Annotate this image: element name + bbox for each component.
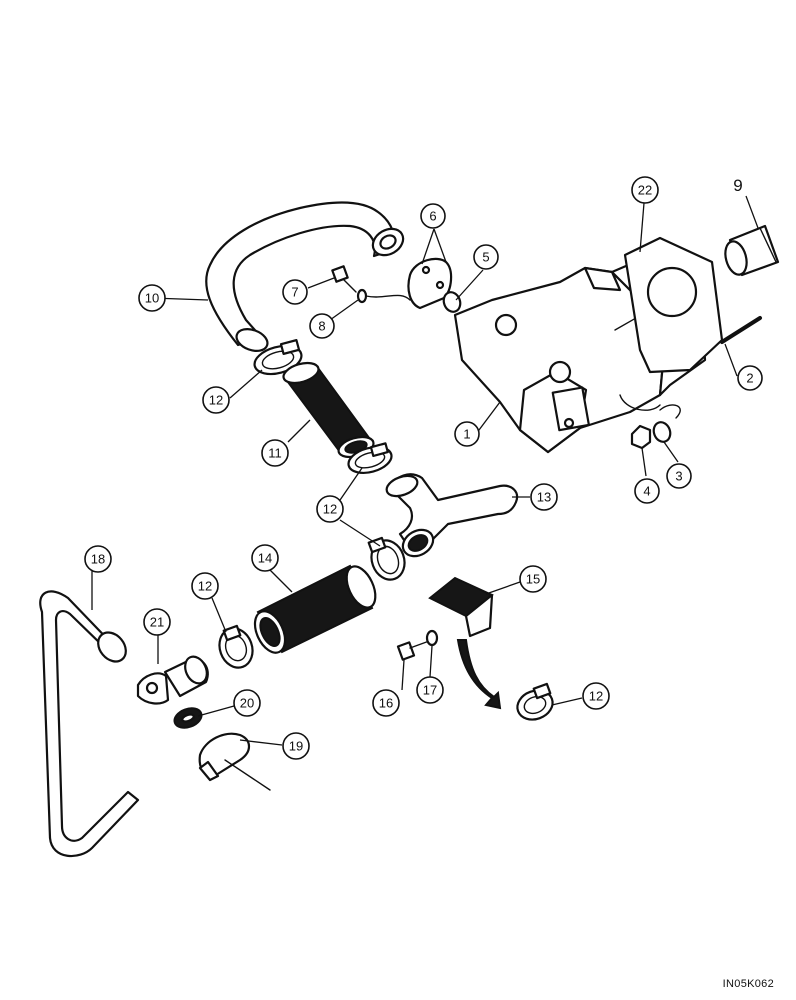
hose-14 — [253, 564, 377, 654]
svg-text:12: 12 — [209, 393, 223, 408]
connector-tube — [163, 655, 209, 698]
bracket-15 — [428, 576, 494, 638]
callout-21: 21 — [143, 608, 171, 636]
figure-id: IN05K062 — [722, 978, 774, 990]
callout-9: 9 — [733, 176, 742, 195]
svg-text:11: 11 — [268, 446, 282, 461]
svg-text:17: 17 — [423, 683, 437, 698]
callout-15: 15 — [519, 565, 547, 593]
svg-text:1: 1 — [463, 427, 470, 442]
callout-12c: 12 — [191, 572, 219, 600]
callout-3: 3 — [666, 463, 692, 489]
svg-text:15: 15 — [526, 572, 540, 587]
callout-19: 19 — [282, 732, 310, 760]
o-ring-5 — [442, 291, 462, 313]
nut-4 — [630, 424, 652, 450]
callout-12b: 12 — [316, 495, 344, 523]
callout-4: 4 — [634, 478, 660, 504]
svg-text:7: 7 — [291, 285, 298, 300]
gasket-21 — [136, 672, 170, 705]
bolt-16 — [396, 639, 433, 661]
svg-text:4: 4 — [643, 484, 650, 499]
callout-7: 7 — [282, 279, 308, 305]
hose-11 — [282, 361, 375, 459]
cap-19 — [198, 732, 271, 791]
svg-text:2: 2 — [746, 371, 753, 386]
svg-text:9: 9 — [733, 176, 742, 195]
washer-3 — [652, 421, 672, 443]
callout-12a: 12 — [202, 386, 230, 414]
flange-plate-22 — [623, 236, 724, 374]
washer-17 — [425, 629, 439, 647]
callout-14: 14 — [251, 544, 279, 572]
svg-text:18: 18 — [91, 552, 105, 567]
svg-text:22: 22 — [638, 183, 652, 198]
callout-6: 6 — [420, 203, 446, 229]
svg-text:5: 5 — [482, 250, 489, 265]
svg-text:14: 14 — [258, 551, 272, 566]
svg-text:6: 6 — [429, 209, 436, 224]
coupler-9 — [724, 224, 780, 277]
callout-5: 5 — [473, 244, 499, 270]
callout-10: 10 — [138, 284, 166, 312]
svg-text:12: 12 — [589, 689, 603, 704]
hose-clamp-12e — [516, 682, 554, 721]
svg-text:12: 12 — [198, 579, 212, 594]
callout-17: 17 — [416, 676, 444, 704]
callout-18: 18 — [84, 545, 112, 573]
svg-text:3: 3 — [675, 469, 682, 484]
hose-clamp-12d — [218, 624, 254, 669]
callout-1: 1 — [454, 421, 480, 447]
direction-arrow — [456, 639, 502, 710]
callout-13: 13 — [530, 483, 558, 511]
tee-tube-13 — [385, 473, 519, 558]
bolt-7 — [331, 265, 357, 293]
svg-text:13: 13 — [537, 490, 551, 505]
flange-6 — [407, 257, 453, 310]
callout-12d: 12 — [582, 682, 610, 710]
callout-2: 2 — [737, 365, 763, 391]
washer-8 — [356, 288, 411, 304]
callout-8: 8 — [309, 313, 335, 339]
svg-text:21: 21 — [150, 615, 164, 630]
svg-text:8: 8 — [318, 319, 325, 334]
svg-text:19: 19 — [289, 739, 303, 754]
callout-16: 16 — [372, 689, 400, 717]
stud-2 — [720, 316, 762, 344]
svg-text:10: 10 — [145, 291, 159, 306]
callout-20: 20 — [233, 689, 261, 717]
tube-18 — [39, 590, 140, 858]
callout-22: 22 — [631, 176, 659, 204]
seal-ring-20 — [173, 707, 203, 729]
callout-11: 11 — [261, 439, 289, 467]
svg-text:12: 12 — [323, 502, 337, 517]
stud-leader-curve — [659, 404, 681, 419]
suction-tube-10 — [205, 201, 405, 352]
svg-text:20: 20 — [240, 696, 254, 711]
leader-lines — [91, 195, 759, 746]
hose-clamp-12b — [347, 442, 393, 475]
svg-text:16: 16 — [379, 696, 393, 711]
